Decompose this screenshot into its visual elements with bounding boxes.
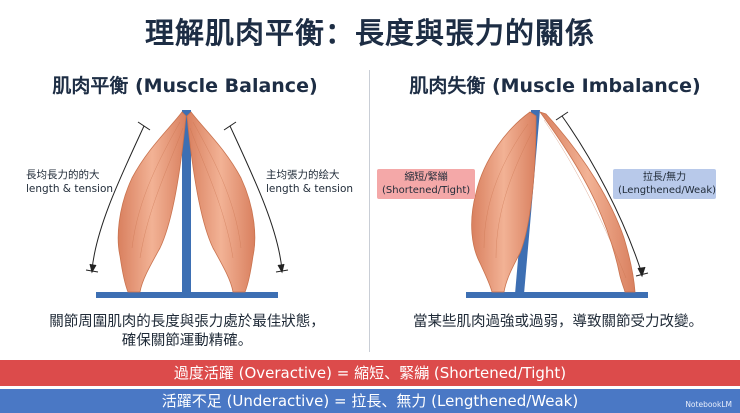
imbalance-panel-title: 肌肉失衡 (Muscle Imbalance): [409, 75, 701, 97]
underactive-bar: 活躍不足 (Underactive) = 拉長、無力 (Lengthened/W…: [0, 389, 740, 413]
lengthened-arrow: [555, 111, 649, 278]
imbalance-caption: 當某些肌肉過強或過弱，導致關節受力改變。: [413, 314, 703, 330]
overactive-bar: 過度活躍 (Overactive) = 縮短、緊繃 (Shortened/Tig…: [0, 360, 740, 386]
right-length-arrow: [223, 121, 289, 274]
notebooklm-watermark: NotebookLM: [685, 400, 732, 409]
balance-panel-title: 肌肉平衡 (Muscle Balance): [52, 75, 318, 97]
imbalanced-muscle-diagram: [466, 110, 649, 298]
page-title: 理解肌肉平衡：長度與張力的關係: [144, 16, 595, 50]
joint-base: [466, 292, 648, 298]
balance-caption: 關節周圍肌肉的長度與張力處於最佳狀態， 確保關節運動精確。: [49, 314, 325, 349]
right-length-annotation: 主均張力的绘大 length & tension: [266, 169, 354, 195]
left-muscle: [117, 111, 187, 293]
panel-divider: [369, 70, 370, 352]
bone-pole: [182, 110, 191, 294]
right-muscle: [186, 111, 256, 293]
left-length-annotation: 長均長力的的大 length & tension: [26, 169, 114, 195]
underactive-text: 活躍不足 (Underactive) = 拉長、無力 (Lengthened/W…: [161, 392, 579, 410]
shortened-tight-label: 縮短/緊繃 (Shortened/Tight): [377, 169, 475, 199]
shortened-muscle: [471, 111, 537, 293]
left-length-arrow: [85, 121, 151, 274]
joint-base: [96, 292, 278, 298]
lengthened-muscle: [538, 111, 636, 293]
balanced-muscle-diagram: [85, 110, 289, 298]
lengthened-weak-label: 拉長/無力 (Lengthened/Weak): [613, 169, 716, 199]
